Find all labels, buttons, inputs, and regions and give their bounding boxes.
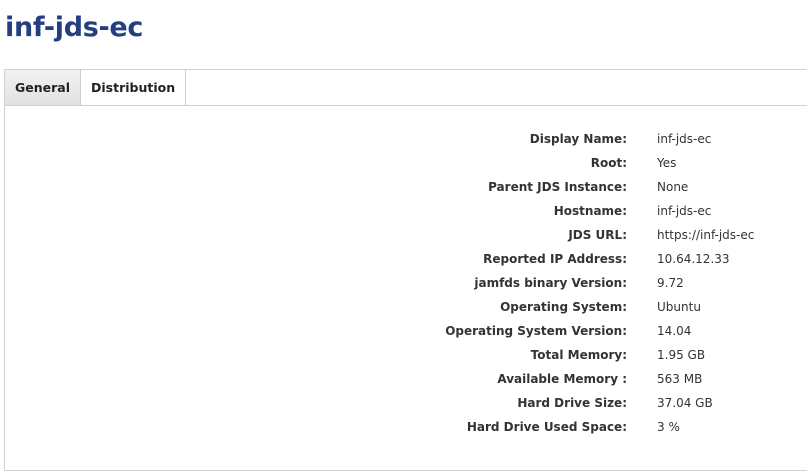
field-label: Operating System: <box>500 300 627 314</box>
field-value: 14.04 <box>657 324 692 338</box>
field-label: Hard Drive Size: <box>517 396 627 410</box>
field-value: 563 MB <box>657 372 703 386</box>
field-value: None <box>657 180 689 194</box>
field-value: Yes <box>657 156 677 170</box>
field-value: inf-jds-ec <box>657 204 712 218</box>
field-label: Reported IP Address: <box>483 252 627 266</box>
field-value: 3 % <box>657 420 680 434</box>
tab-bar: General Distribution <box>5 70 807 106</box>
field-label: JDS URL: <box>568 228 627 242</box>
field-label: Display Name: <box>529 132 627 146</box>
field-label: jamfds binary Version: <box>474 276 627 290</box>
field-value: 37.04 GB <box>657 396 713 410</box>
field-label: Hostname: <box>553 204 627 218</box>
field-label: Operating System Version: <box>445 324 627 338</box>
page-title: inf-jds-ec <box>5 12 144 43</box>
field-label: Total Memory: <box>530 348 627 362</box>
field-label: Root: <box>590 156 627 170</box>
field-label: Parent JDS Instance: <box>488 180 627 194</box>
field-value: inf-jds-ec <box>657 132 712 146</box>
field-value: Ubuntu <box>657 300 701 314</box>
field-value: 9.72 <box>657 276 684 290</box>
field-label: Hard Drive Used Space: <box>466 420 627 434</box>
tab-distribution[interactable]: Distribution <box>81 70 187 105</box>
field-label: Available Memory : <box>497 372 627 386</box>
field-value: 1.95 GB <box>657 348 706 362</box>
field-value: https://inf-jds-ec <box>657 228 755 242</box>
tab-general[interactable]: General <box>5 70 81 105</box>
field-value: 10.64.12.33 <box>657 252 730 266</box>
details-panel: General Distribution Display Name: inf-jd… <box>4 69 807 471</box>
